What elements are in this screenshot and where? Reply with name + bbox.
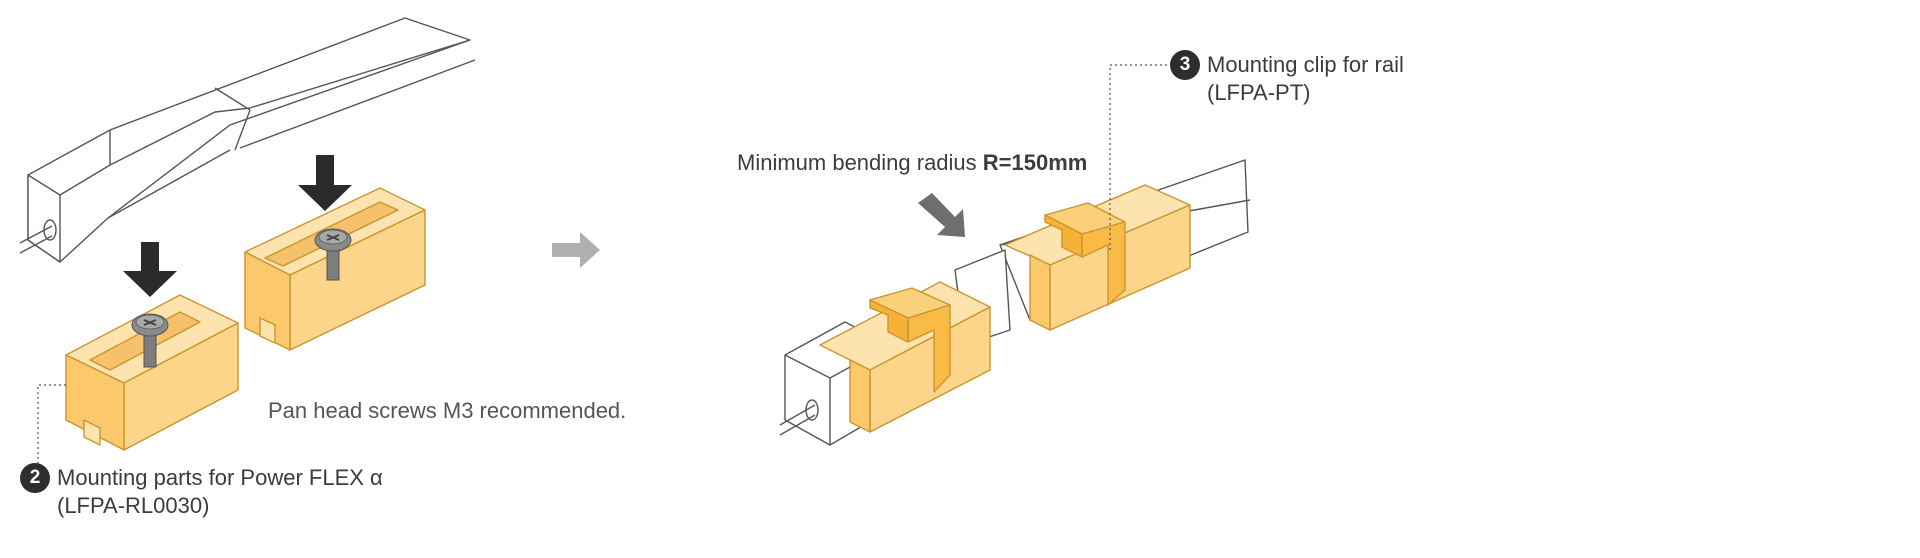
leader-line-item3 <box>1109 64 1170 250</box>
mounting-rail-assembled-b <box>1004 184 1191 331</box>
item3-code: (LFPA-PT) <box>1207 80 1311 105</box>
item2-code: (LFPA-RL0030) <box>57 493 210 518</box>
led-strip-left <box>19 17 476 263</box>
item3-badge: 3 <box>1170 50 1200 80</box>
leader-line-item2 <box>37 384 66 465</box>
mounting-clip-a <box>869 287 951 393</box>
item2-badge: 2 <box>20 463 50 493</box>
item3-label: Mounting clip for rail <box>1207 52 1404 77</box>
bending-radius-label: Minimum bending radius R=150mm <box>737 150 1087 176</box>
down-arrow-icon <box>123 155 352 297</box>
bend-arrow-icon <box>918 193 965 237</box>
screw-icon <box>314 228 352 281</box>
screw-icon <box>131 313 169 368</box>
item2-label: Mounting parts for Power FLEX α <box>57 465 383 490</box>
mounting-rail-front <box>65 294 239 451</box>
bending-radius-text: Minimum bending radius <box>737 150 983 175</box>
bending-radius-value: R=150mm <box>982 150 1088 175</box>
mounting-clip-b <box>1044 202 1126 306</box>
screw-note: Pan head screws M3 recommended. <box>268 398 627 423</box>
right-arrow-icon <box>552 232 600 268</box>
